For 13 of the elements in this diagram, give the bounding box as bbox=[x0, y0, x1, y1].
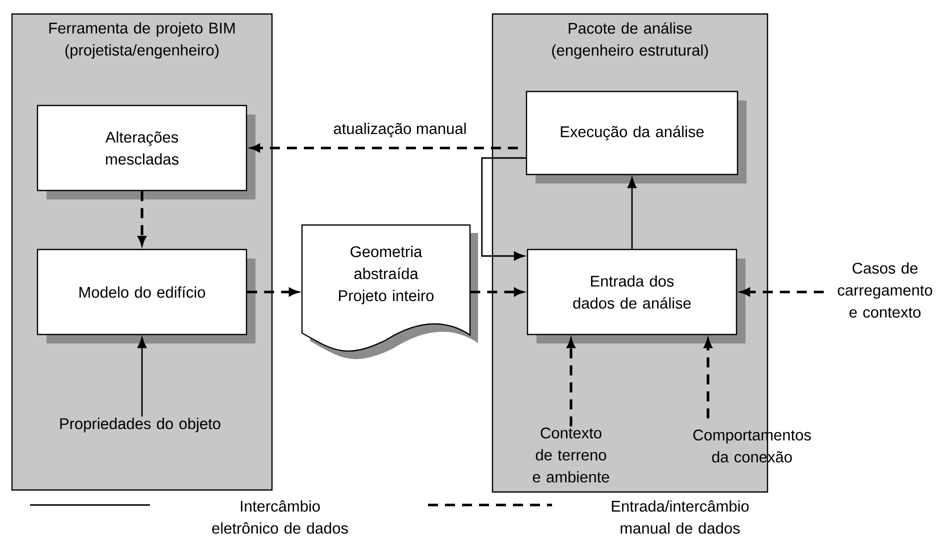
input-text: Casos de carregamento e contexto bbox=[838, 262, 932, 318]
arrow bbox=[481, 157, 526, 260]
arrow bbox=[628, 177, 636, 249]
legend-label: Entrada/intercâmbio manual de dados bbox=[612, 500, 749, 534]
input-text: Propriedades do objeto bbox=[60, 418, 220, 432]
process-box: Alterações mescladas bbox=[36, 104, 256, 200]
process-box: Modelo do edifício bbox=[36, 248, 256, 344]
legend-label: Intercâmbio eletrônico de dados bbox=[212, 500, 348, 534]
process-box: Entrada dos dados de análise bbox=[526, 248, 746, 344]
input-text: Contexto de terreno e ambiente bbox=[532, 428, 610, 482]
arrow bbox=[138, 337, 146, 417]
process-box: Execução da análise bbox=[526, 90, 746, 184]
edge-label: atualização manual bbox=[332, 122, 468, 138]
